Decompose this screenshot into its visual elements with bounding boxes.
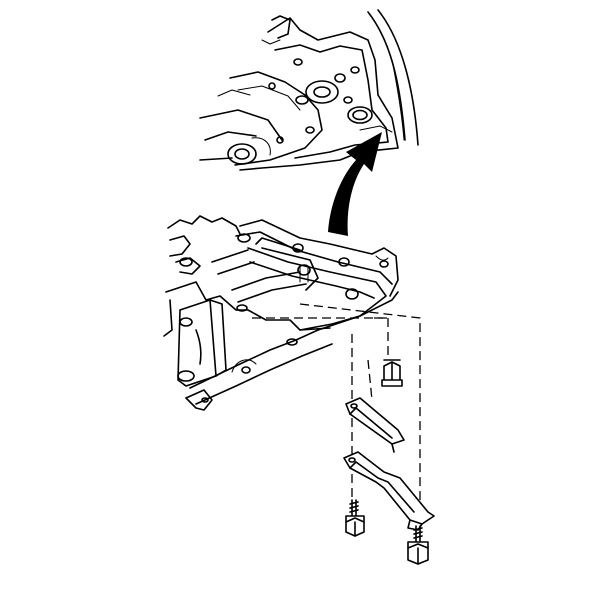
alignment-lines (252, 303, 421, 520)
engine-block-detail (199, 9, 419, 171)
oil-pan (163, 215, 399, 411)
upper-bolt (381, 359, 403, 387)
lower-bolt-left (345, 499, 365, 537)
lower-bolt-right (407, 525, 429, 565)
callout-arrow (328, 132, 382, 236)
upper-bracket (345, 397, 405, 453)
